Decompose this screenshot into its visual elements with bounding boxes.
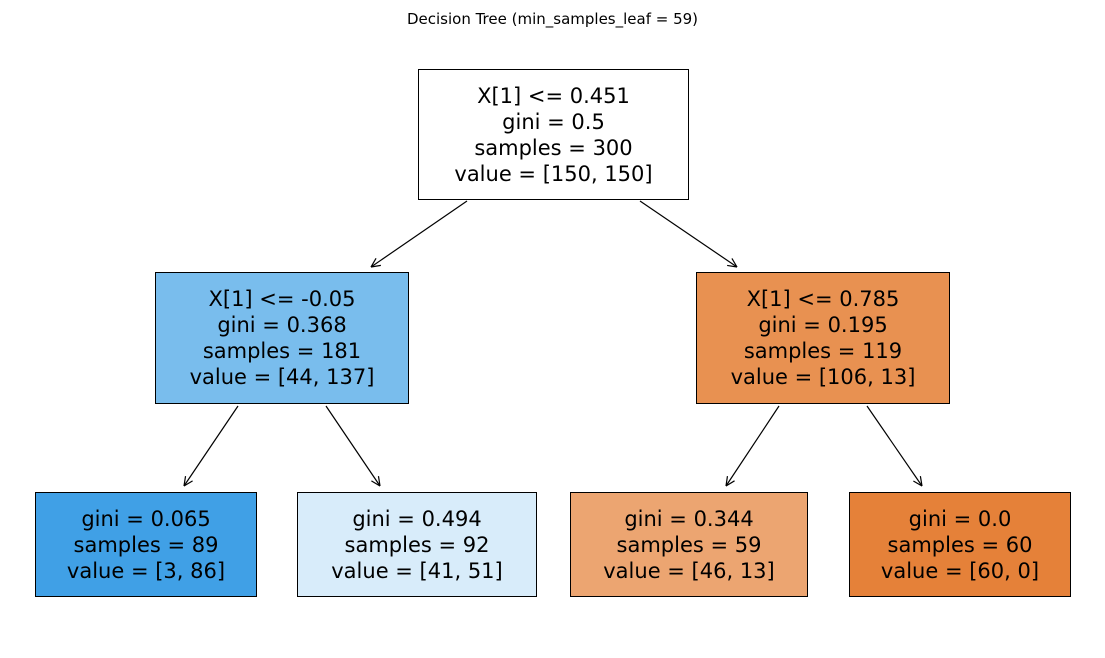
node-split-label: X[1] <= 0.785 xyxy=(746,287,900,311)
edge-left-leaf1-arrowhead xyxy=(183,480,193,487)
tree-node-leaf3: gini = 0.344 samples = 59 value = [46, 1… xyxy=(570,492,808,597)
edge-left-leaf2 xyxy=(325,405,381,487)
node-split-label: X[1] <= -0.05 xyxy=(208,287,356,311)
node-gini-label: gini = 0.344 xyxy=(624,506,754,531)
node-gini-label: gini = 0.195 xyxy=(758,313,888,337)
node-samples-label: samples = 119 xyxy=(743,339,903,363)
tree-node-leaf4: gini = 0.0 samples = 60 value = [60, 0] xyxy=(849,492,1071,597)
figure-title: Decision Tree (min_samples_leaf = 59) xyxy=(406,10,699,28)
node-samples-label: samples = 181 xyxy=(202,339,362,363)
edge-right-leaf3 xyxy=(725,405,780,487)
edge-root-left-arrowhead xyxy=(370,258,377,268)
node-samples-label: samples = 92 xyxy=(344,532,490,557)
node-value-label: value = [106, 13] xyxy=(730,365,916,389)
node-value-label: value = [46, 13] xyxy=(603,558,775,583)
tree-node-leaf2: gini = 0.494 samples = 92 value = [41, 5… xyxy=(297,492,537,597)
node-gini-label: gini = 0.494 xyxy=(352,506,482,531)
node-samples-label: samples = 59 xyxy=(616,532,762,557)
node-value-label: value = [44, 137] xyxy=(189,365,375,389)
node-split-label: X[1] <= 0.451 xyxy=(477,83,630,108)
edge-root-right-arrowhead xyxy=(727,264,738,268)
node-samples-label: samples = 89 xyxy=(73,532,219,557)
node-gini-label: gini = 0.065 xyxy=(81,506,211,531)
tree-node-leaf1: gini = 0.065 samples = 89 value = [3, 86… xyxy=(35,492,257,597)
tree-node-root: X[1] <= 0.451 gini = 0.5 samples = 300 v… xyxy=(418,69,689,200)
edge-left-leaf2-arrowhead xyxy=(371,480,381,487)
edge-left-leaf1-arrowhead xyxy=(183,476,187,487)
node-samples-label: samples = 300 xyxy=(474,135,633,160)
edge-left-leaf2-arrowhead xyxy=(377,476,381,487)
edge-root-right-arrowhead xyxy=(731,258,738,268)
node-samples-label: samples = 60 xyxy=(887,532,1033,557)
edge-right-leaf3-arrowhead xyxy=(725,480,735,487)
node-gini-label: gini = 0.0 xyxy=(908,506,1012,531)
edge-right-leaf3-arrowhead xyxy=(725,476,729,487)
edge-right-leaf4-arrowhead xyxy=(919,476,923,487)
edge-root-right xyxy=(639,200,738,268)
edge-root-left-arrowhead xyxy=(370,264,381,268)
node-gini-label: gini = 0.368 xyxy=(217,313,347,337)
tree-node-left: X[1] <= -0.05 gini = 0.368 samples = 181… xyxy=(155,272,409,404)
edge-right-leaf4-arrowhead xyxy=(913,480,923,487)
edge-right-leaf4 xyxy=(866,405,923,487)
tree-node-right: X[1] <= 0.785 gini = 0.195 samples = 119… xyxy=(696,272,950,404)
edge-left-leaf1 xyxy=(183,405,239,487)
edge-root-left xyxy=(370,200,468,268)
node-value-label: value = [3, 86] xyxy=(66,558,226,583)
node-value-label: value = [60, 0] xyxy=(880,558,1040,583)
node-gini-label: gini = 0.5 xyxy=(502,109,605,134)
node-value-label: value = [41, 51] xyxy=(331,558,503,583)
node-value-label: value = [150, 150] xyxy=(454,161,653,186)
